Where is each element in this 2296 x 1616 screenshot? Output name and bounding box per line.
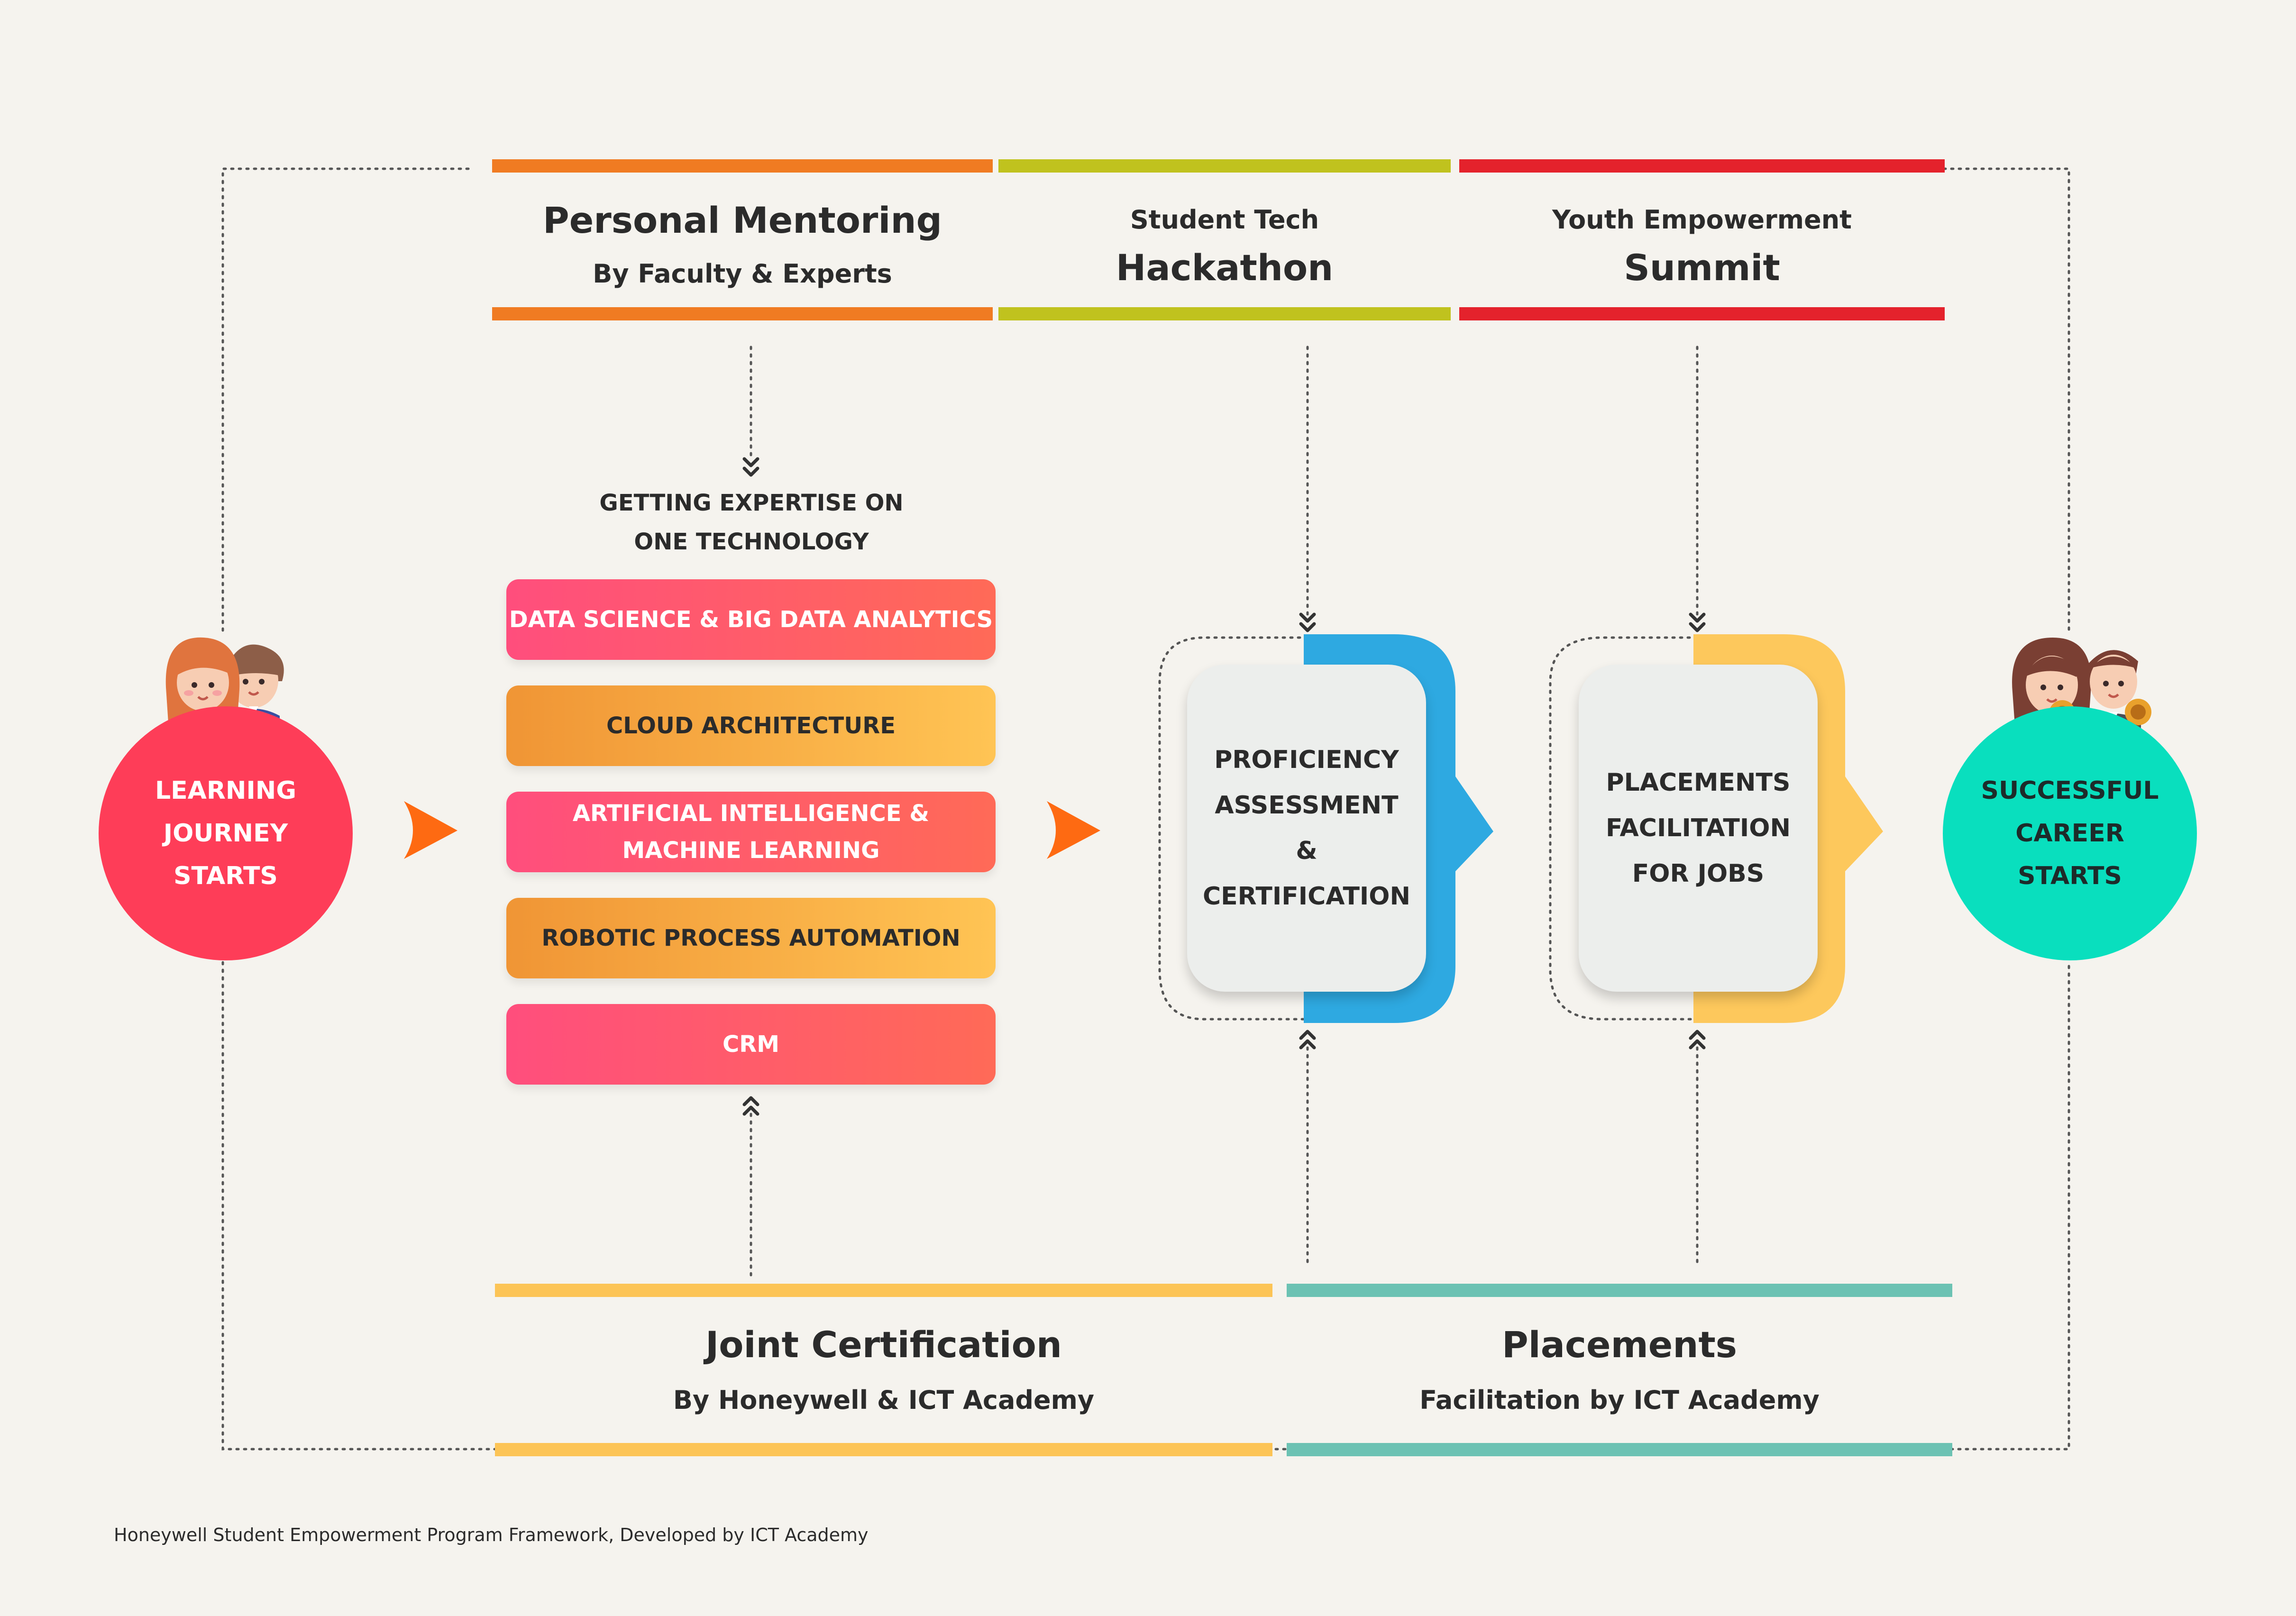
placements-line-1: PLACEMENTS xyxy=(1606,768,1791,797)
end-line-1: SUCCESSFUL xyxy=(1981,776,2159,805)
hackathon-bottom-bar xyxy=(998,307,1451,320)
tech-data-science: DATA SCIENCE & BIG DATA ANALYTICS xyxy=(506,579,996,660)
end-circle: SUCCESSFUL CAREER STARTS xyxy=(1943,706,2197,960)
mentoring-top-bar xyxy=(492,159,993,173)
certification-subtitle: By Honeywell & ICT Academy xyxy=(673,1385,1095,1415)
placements-subtitle: Facilitation by ICT Academy xyxy=(1419,1385,1820,1415)
summit-top-bar xyxy=(1459,159,1945,173)
tech-cloud-architecture: CLOUD ARCHITECTURE xyxy=(506,685,996,766)
proficiency-line-3: & xyxy=(1296,837,1317,865)
expertise-label-line-2: ONE TECHNOLOGY xyxy=(634,529,869,555)
mentoring-bottom-bar xyxy=(492,307,993,320)
certification-title: Joint Certification xyxy=(705,1324,1062,1366)
tech-ai-ml-line-1: ARTIFICIAL INTELLIGENCE & xyxy=(572,800,930,827)
expertise-label: GETTING EXPERTISE ON ONE TECHNOLOGY xyxy=(521,484,981,561)
tech-crm: CRM xyxy=(506,1004,996,1085)
end-line-2: CAREER xyxy=(2015,819,2124,848)
proficiency-line-1: PROFICIENCY xyxy=(1214,746,1399,774)
summit-bottom-bar xyxy=(1459,307,1945,320)
proficiency-line-4: CERTIFICATION xyxy=(1203,882,1410,911)
tech-ai-ml-line-2: MACHINE LEARNING xyxy=(622,837,880,864)
start-line-3: STARTS xyxy=(174,862,278,890)
placements-card: PLACEMENTS FACILITATION FOR JOBS xyxy=(1579,665,1818,992)
hackathon-title: Hackathon xyxy=(1116,247,1334,289)
placements-title: Placements xyxy=(1501,1324,1738,1366)
placements-bottom-bar xyxy=(1287,1443,1952,1456)
hackathon-top-bar xyxy=(998,159,1451,173)
summit-title: Summit xyxy=(1624,247,1780,289)
certification-top-bar xyxy=(495,1284,1272,1297)
tech-rpa: ROBOTIC PROCESS AUTOMATION xyxy=(506,898,996,978)
start-line-2: JOURNEY xyxy=(163,819,288,848)
end-line-3: STARTS xyxy=(2018,862,2122,890)
certification-bottom-bar xyxy=(495,1443,1272,1456)
proficiency-card: PROFICIENCY ASSESSMENT & CERTIFICATION xyxy=(1187,665,1426,992)
placements-line-2: FACILITATION xyxy=(1606,814,1791,842)
mentoring-subtitle: By Faculty & Experts xyxy=(593,259,892,289)
placements-line-3: FOR JOBS xyxy=(1632,859,1765,888)
proficiency-line-2: ASSESSMENT xyxy=(1215,791,1399,820)
flow-arrows xyxy=(404,801,1100,859)
tech-ai-ml: ARTIFICIAL INTELLIGENCE & MACHINE LEARNI… xyxy=(506,792,996,872)
start-circle: LEARNING JOURNEY STARTS xyxy=(99,706,353,960)
start-line-1: LEARNING xyxy=(155,776,296,805)
mentoring-title: Personal Mentoring xyxy=(543,199,942,241)
summit-pre: Youth Empowerment xyxy=(1552,205,1852,235)
footnote: Honeywell Student Empowerment Program Fr… xyxy=(114,1525,869,1545)
placements-top-bar xyxy=(1287,1284,1952,1297)
expertise-label-line-1: GETTING EXPERTISE ON xyxy=(599,490,904,516)
hackathon-pre: Student Tech xyxy=(1130,205,1319,235)
